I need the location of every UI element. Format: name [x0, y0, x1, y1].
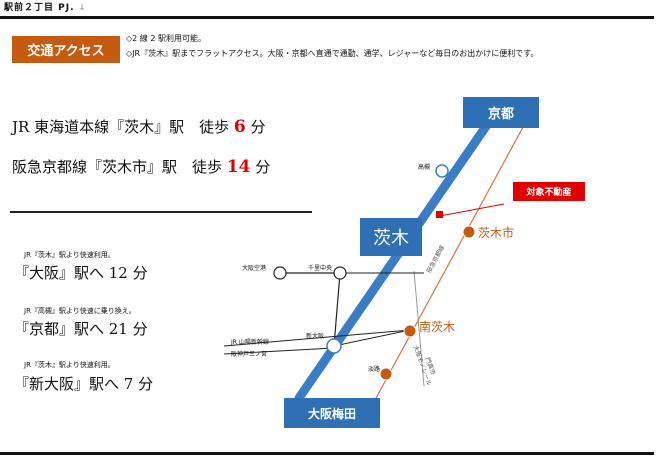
hankyu-kobe-line	[223, 347, 335, 355]
bottom-rule	[0, 452, 654, 455]
station-line-jr-text: JR 東海道本線『茨木』駅 徒歩	[12, 118, 234, 136]
route-note-osaka: JR『茨木』駅より快速利用。	[24, 251, 115, 259]
route-osaka: 『大阪』駅へ 12 分	[14, 264, 148, 282]
route-shinosaka: 『新大阪』駅へ 7 分	[14, 375, 154, 393]
target-property-tag: 対象不動産	[513, 182, 585, 201]
route-kyoto: 『京都』駅へ 21 分	[14, 320, 148, 338]
top-rule	[0, 16, 654, 19]
label-hankyu-kobe: 阪神戸三ノ宮	[231, 351, 268, 358]
label-awaji: 淡路	[368, 366, 381, 373]
station-takatsuki	[435, 164, 449, 178]
access-badge: 交通アクセス	[12, 36, 120, 63]
label-ibarakishi: 茨木市	[478, 226, 515, 240]
shinosaka-link	[333, 329, 411, 347]
umeda-label: 大阪梅田	[284, 398, 380, 428]
walk-minutes-hankyu: 14	[226, 157, 251, 177]
walk-minutes-jr: 6	[233, 117, 246, 137]
target-marker	[436, 211, 443, 218]
station-line-hankyu-text: 阪急京都線『茨木市』駅 徒歩	[12, 158, 227, 176]
route-note-kyoto: JR『高槻』駅より快速に乗り換え。	[24, 307, 136, 315]
hankyu-line	[368, 115, 530, 412]
station-shinosaka	[326, 338, 342, 354]
kyoto-label: 京都	[463, 97, 539, 128]
section-divider	[10, 211, 312, 213]
midosuji-line	[333, 272, 341, 347]
minutes-unit: 分	[250, 158, 271, 176]
label-minami-ibaraki: 南茨木	[419, 320, 456, 334]
label-takatsuki: 高槻	[418, 164, 431, 171]
paragraph-mark: ↓	[78, 3, 87, 12]
route-note-shinosaka: JR『茨木』駅より快速利用。	[24, 361, 115, 369]
station-ibarakishi	[462, 225, 476, 239]
ibaraki-label: 茨木	[360, 218, 422, 256]
label-airport: 大阪空港	[242, 265, 267, 272]
station-minami-ibaraki	[403, 324, 417, 338]
label-jr-shinkansen: JR 山陽新幹線	[231, 339, 269, 346]
jr-shinkansen-line	[223, 329, 411, 347]
station-line-hankyu: 阪急京都線『茨木市』駅 徒歩 14 分	[12, 156, 270, 177]
label-shinosaka: 新大阪	[306, 333, 325, 340]
station-line-jr: JR 東海道本線『茨木』駅 徒歩 6 分	[12, 116, 265, 137]
monorail-line	[413, 270, 425, 387]
station-airport	[273, 266, 287, 280]
access-note-2: ◇JR『茨木』駅までフラットアクセス。大阪・京都へ直通で通勤、通学、レジャーなど…	[126, 49, 539, 58]
document-header: 駅前２丁目 PJ. ↓	[4, 0, 86, 13]
target-pointer	[439, 203, 505, 217]
access-note-1: ◇2 線 2 駅利用可能。	[126, 34, 206, 43]
station-awaji	[379, 367, 393, 381]
project-title: 駅前２丁目 PJ.	[4, 3, 75, 13]
label-senri: 千里中央	[308, 265, 333, 272]
minutes-unit: 分	[245, 118, 266, 136]
station-senri	[333, 266, 347, 280]
